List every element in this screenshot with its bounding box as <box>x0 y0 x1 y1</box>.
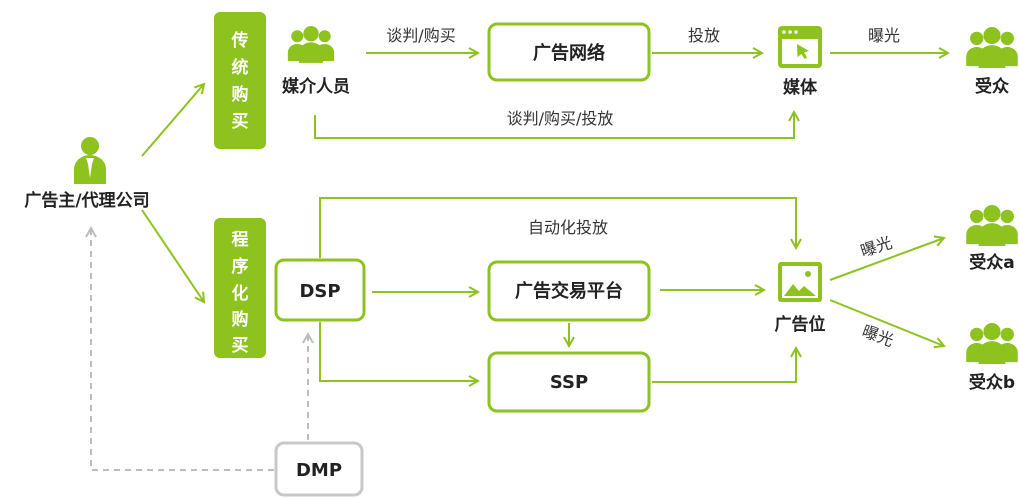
label-negotiate-buy: 谈判/购买 <box>386 26 455 45</box>
programmatic-bar-char-3: 化 <box>232 283 249 304</box>
audience-a-label: 受众a <box>969 252 1014 273</box>
media-buyer-node: 媒介人员 <box>282 26 350 97</box>
label-exposure-b: 曝光 <box>860 321 897 350</box>
media-buyer-label: 媒介人员 <box>282 76 350 97</box>
audience-b-label: 受众b <box>969 372 1015 393</box>
label-auto-deliver: 自动化投放 <box>528 218 608 237</box>
advertiser-label: 广告主/代理公司 <box>24 190 149 211</box>
dmp-node: DMP <box>274 441 364 497</box>
label-negotiate-buy-deliver: 谈判/购买/投放 <box>507 109 614 128</box>
arrow-adslot-to-audience-a <box>829 238 944 281</box>
traditional-bar-char-2: 统 <box>232 57 249 78</box>
media-buyer-people-icon <box>287 26 335 63</box>
programmatic-buying-bar: 程 序 化 购 买 <box>214 218 266 358</box>
ad-slot-node: 广告位 <box>775 262 826 335</box>
traditional-bar-char-4: 买 <box>232 112 249 132</box>
traditional-buying-bar: 传 统 购 买 <box>214 12 266 149</box>
browser-window-icon <box>778 26 822 68</box>
media-node: 媒体 <box>778 26 822 98</box>
ad-network-label: 广告网络 <box>533 42 605 64</box>
traditional-bar-char-1: 传 <box>231 30 249 51</box>
audience-b-node: 受众b <box>966 322 1018 393</box>
ad-slot-label: 广告位 <box>775 314 826 335</box>
advertiser-node: 广告主/代理公司 <box>24 137 150 211</box>
dmp-label: DMP <box>296 460 342 481</box>
ssp-node: SSP <box>487 351 651 413</box>
programmatic-bar-char-5: 买 <box>232 336 249 356</box>
arrow-buyer-direct-to-media <box>314 112 794 139</box>
arrow-ssp-to-adslot <box>652 348 796 383</box>
image-icon <box>778 262 822 302</box>
programmatic-bar-char-4: 购 <box>232 309 249 330</box>
traditional-bar-char-3: 购 <box>232 84 249 105</box>
audience-label: 受众 <box>975 76 1010 97</box>
audience-a-node: 受众a <box>966 204 1018 273</box>
dashed-dmp-to-advertiser <box>91 228 274 471</box>
dsp-node: DSP <box>274 258 366 322</box>
arrow-dsp-auto-to-adslot <box>319 197 796 258</box>
arrow-advertiser-to-programmatic <box>141 209 204 302</box>
audience-people-icon <box>966 26 1018 68</box>
programmatic-bar-char-2: 序 <box>232 256 249 277</box>
arrow-advertiser-to-traditional <box>141 84 204 157</box>
arrow-adslot-to-audience-b <box>829 299 944 346</box>
programmatic-bar-char-1: 程 <box>232 230 249 250</box>
arrow-dsp-to-ssp <box>319 322 478 381</box>
ad-exchange-label: 广告交易平台 <box>515 280 623 302</box>
person-icon <box>74 137 106 184</box>
ad-network-node: 广告网络 <box>487 22 651 82</box>
ssp-label: SSP <box>550 372 588 393</box>
dsp-label: DSP <box>299 281 340 302</box>
label-exposure-a: 曝光 <box>858 233 894 261</box>
media-label: 媒体 <box>783 77 818 98</box>
audience-node: 受众 <box>966 26 1018 97</box>
label-exposure: 曝光 <box>868 26 900 45</box>
audience-b-people-icon <box>966 322 1018 364</box>
audience-a-people-icon <box>966 204 1018 246</box>
label-deliver: 投放 <box>688 26 720 45</box>
ad-exchange-node: 广告交易平台 <box>487 260 651 322</box>
